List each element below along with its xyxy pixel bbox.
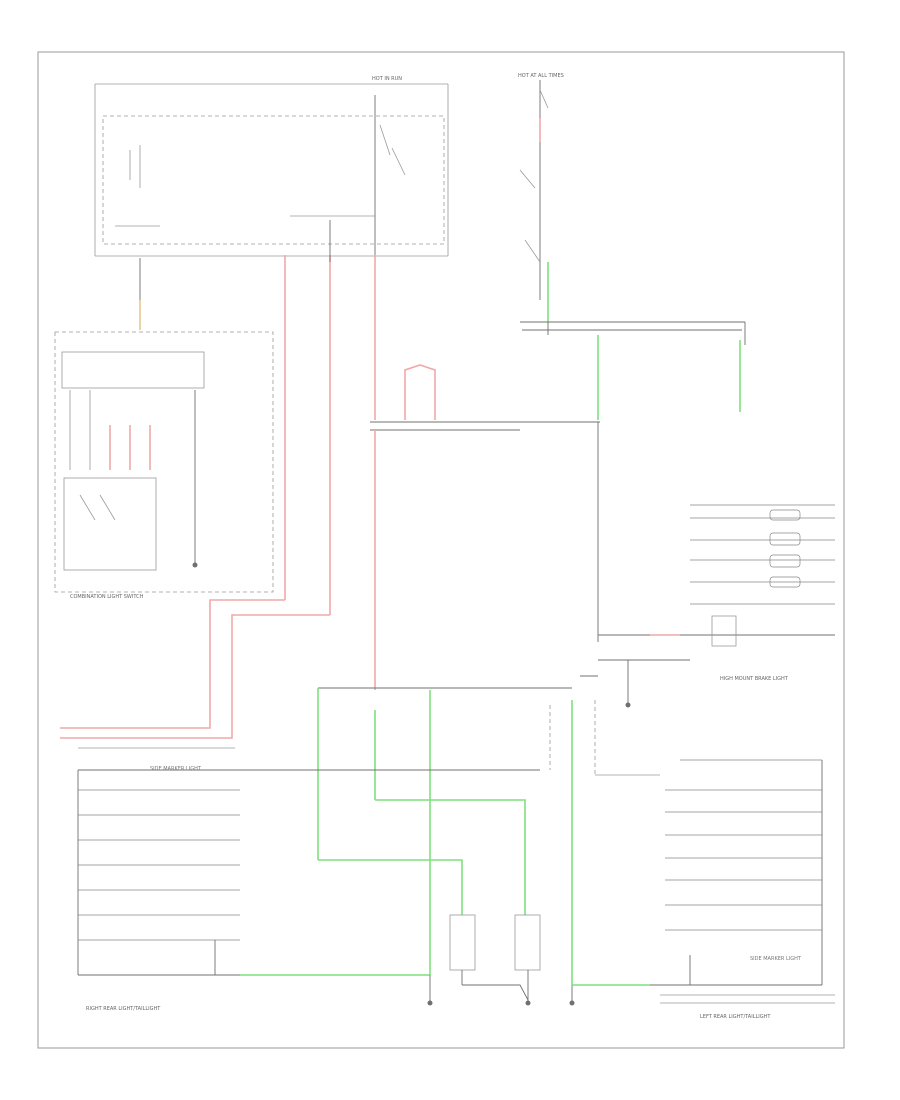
- hot-in-run-label: HOT IN RUN: [372, 76, 402, 82]
- side-marker-left-label: SIDE MARKER LIGHT: [750, 956, 802, 962]
- left-rear-light-block: LEFT REAR LIGHT/TAILLIGHT SIDE MARKER LI…: [572, 700, 835, 1020]
- right-rear-light-label: RIGHT REAR LIGHT/TAILLIGHT: [86, 1006, 161, 1012]
- hot-at-all-times-label: HOT AT ALL TIMES: [518, 73, 564, 79]
- relay-module-block: HOT IN RUN: [94, 76, 449, 320]
- combination-light-switch-block: COMBINATION LIGHT SWITCH: [54, 331, 274, 600]
- diagram-frame: [37, 51, 845, 1049]
- combination-light-switch-label: COMBINATION LIGHT SWITCH: [70, 594, 144, 600]
- center-connector-block: [370, 364, 600, 690]
- left-rear-light-label: LEFT REAR LIGHT/TAILLIGHT: [700, 1014, 771, 1020]
- high-mount-brake-light-label: HIGH MOUNT BRAKE LIGHT: [720, 676, 789, 682]
- brake-switch-block: HOT AT ALL TIMES: [518, 73, 564, 322]
- right-rear-light-block: RIGHT REAR LIGHT/TAILLIGHT SIDE MARKER L…: [77, 747, 540, 1012]
- side-marker-right-label: SIDE MARKER LIGHT: [150, 766, 202, 772]
- high-mount-brake-light-block: HIGH MOUNT BRAKE LIGHT: [598, 504, 835, 708]
- center-lamps-block: [427, 914, 575, 1006]
